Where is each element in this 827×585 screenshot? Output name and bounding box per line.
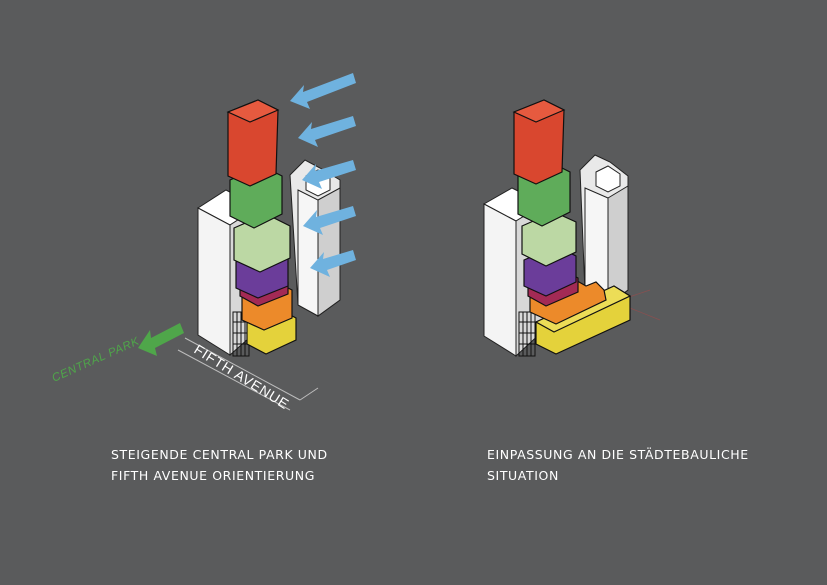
neighbor-tower: [579, 154, 629, 306]
arrow-left-icon: [310, 250, 356, 277]
caption-right-line1: EINPASSUNG AN DIE STÄDTEBAULICHE: [487, 447, 749, 462]
color-tower: [226, 99, 297, 355]
caption-left-line2: FIFTH AVENUE ORIENTIERUNG: [111, 468, 315, 483]
wind-arrows: [290, 73, 356, 277]
facade-windows: [518, 311, 536, 357]
caption-left-line1: STEIGENDE CENTRAL PARK UND: [111, 447, 328, 462]
caption-right-line2: SITUATION: [487, 468, 559, 483]
caption-left: STEIGENDE CENTRAL PARK UND FIFTH AVENUE …: [111, 444, 328, 486]
right-diagram: [482, 99, 661, 358]
central-park-label: CENTRAL PARK: [50, 335, 142, 385]
arrow-left-icon: [290, 73, 356, 109]
street-lines: [177, 337, 319, 411]
arrow-left-icon: [303, 206, 356, 235]
arrow-left-icon: [138, 323, 184, 356]
fifth-avenue-label: FIFTH AVENUE: [191, 341, 292, 412]
caption-right: EINPASSUNG AN DIE STÄDTEBAULICHE SITUATI…: [487, 444, 749, 486]
left-diagram: [138, 73, 356, 411]
arrow-left-icon: [298, 116, 356, 147]
color-tower: [512, 99, 632, 355]
arrow-left-icon: [302, 160, 356, 189]
